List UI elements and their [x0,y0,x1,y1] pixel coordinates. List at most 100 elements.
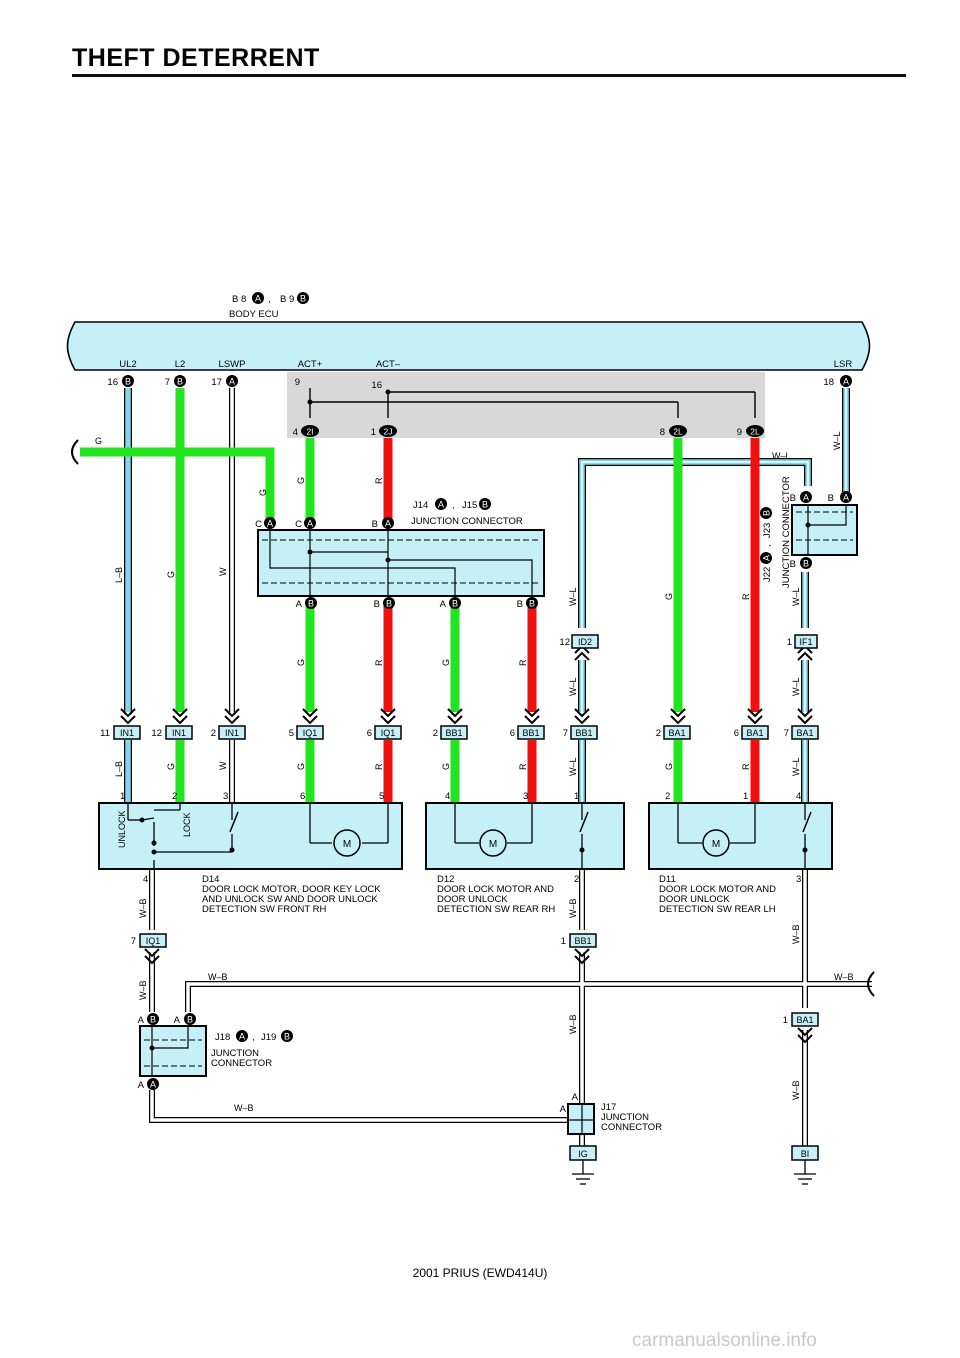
wire-wb-ground [149,846,872,1146]
j14-pin-badge-text: B [529,599,535,609]
ecu-pin-label-ul2: UL2 [119,359,136,370]
wire-label: G [296,477,306,484]
d11-pin: 1 [743,791,748,802]
j14-pin-letter: A [296,599,303,610]
ground-code: IG [578,1149,588,1159]
j14-pin-letter: B [372,519,378,530]
ground-bi: BI [791,1145,819,1185]
wire-label: W–L [772,451,791,461]
conn-code: BA1 [668,728,685,738]
j14-pin-badge [383,597,395,609]
wire-label: R [741,593,751,600]
d11-id: D11 [659,874,676,885]
j14-pin-badge-text: B [386,599,392,609]
wire-label: G [664,593,674,600]
j22-badge1-text: A [762,555,772,561]
conn-num: 1 [783,1015,788,1026]
junction-dot [307,399,313,405]
conn-badge [301,425,319,437]
ecu-pin-badge-text: A [843,377,849,387]
j18-badge1-text: A [239,1032,245,1042]
conn-code: IN1 [225,728,239,738]
wire-label: G [296,659,306,666]
j22-name: JUNCTION CONNECTOR [781,476,792,588]
j17-name1: JUNCTION [601,1112,649,1123]
wire-break-left [71,439,79,465]
conn-code: BB1 [575,728,592,738]
wire-label: W–L [568,587,578,606]
j18-pin-badge [184,1013,196,1025]
conn-code: IN1 [120,728,134,738]
wire-label: L–B [114,567,124,583]
j22-pin-badge-text: B [803,559,809,569]
ecu-internal-lines [309,388,756,418]
conn-code: BA1 [746,728,763,738]
d11-desc1: DOOR LOCK MOTOR AND [659,884,776,895]
j18-pin-letter: A [138,1015,145,1026]
j18-pin-badge-text: B [187,1015,193,1025]
ecu-pin-num-l2: 7 [165,377,170,388]
d12-pin: 3 [523,791,528,802]
d11-body [648,802,833,870]
conn-num: 7 [784,728,789,739]
d14-label-lock: LOCK [182,812,192,837]
d12-id: D12 [437,874,454,885]
d11-motor [702,829,730,857]
j18-name1: JUNCTION [211,1048,259,1059]
wire-label: W–B [138,980,148,1000]
ecu-pin-label-act-plus: ACT+ [298,359,323,370]
ecu-pin-num-act-minus: 16 [371,380,382,391]
d11-pin: 4 [796,791,801,802]
wire-label: W–L [568,757,578,776]
wire-break-right [867,971,875,997]
d12-desc3: DETECTION SW REAR RH [437,904,555,915]
wire-label: W–B [791,924,801,944]
j22-pin-badge-text: A [803,493,809,503]
ecu-sep: , [268,294,271,305]
j22-pin-letter: B [828,493,834,504]
conn-badge [746,425,764,437]
d11-pin: 3 [796,874,801,885]
d12-pin: 1 [574,791,579,802]
d14-label-unlock: UNLOCK [117,810,127,848]
d12-pin: 2 [574,874,579,885]
conn-code: 2I [306,427,313,437]
conn-num: 2 [211,728,216,739]
j18-pin-letter: A [138,1080,145,1091]
ecu-pin-badge [840,375,852,387]
wire-label: R [741,763,751,770]
junction-j14: J14 A , J15 B JUNCTION CONNECTOR C A C A… [255,498,545,610]
j14-pin-letter: C [295,519,302,530]
ecu-name: BODY ECU [229,309,279,320]
ecu-pin-num-act-plus: 9 [295,377,300,388]
ecu-pin-label-lswp: LSWP [219,359,246,370]
j17-ref: J17 [601,1102,616,1113]
j22-badge2-text: B [762,510,772,516]
lower-inline-connectors: 11 IN1 12 IN1 2 IN1 5 IQ1 6 IQ1 2 BB1 6 … [100,708,819,740]
wire-wl-id2 [578,458,812,803]
wire-label: L–B [114,761,124,777]
ecu-pin-badge-text: A [229,377,235,387]
d14-desc2: AND UNLOCK SW AND DOOR UNLOCK [202,894,378,905]
j22-pin-badge [840,491,852,503]
d11-pin: 2 [665,791,670,802]
j14-ref2: J15 [462,500,477,511]
conn-num: 5 [289,728,294,739]
j22-body [791,504,858,556]
d11-desc3: DETECTION SW REAR LH [659,904,776,915]
ecu-pin-num-ul2: 16 [107,377,118,388]
j14-pin-letter: C [255,519,262,530]
j18-pin-badge-text: A [150,1080,156,1090]
ecu-pin-badge [226,375,238,387]
conn-num: 1 [561,936,566,947]
component-d12: 4 3 1 2 M D12 DOOR LOCK MOTOR AND DOOR U… [425,791,625,915]
j22-badge2 [760,507,772,519]
d14-desc1: DOOR LOCK MOTOR, DOOR KEY LOCK [202,884,381,895]
j14-pin-badge [449,597,461,609]
d14-pin: 5 [379,791,384,802]
j14-pin-badge-text: B [452,599,458,609]
d14-desc3: DETECTION SW FRONT RH [202,904,327,915]
j18-badge1 [236,1030,248,1042]
conn-num: 2 [433,728,438,739]
